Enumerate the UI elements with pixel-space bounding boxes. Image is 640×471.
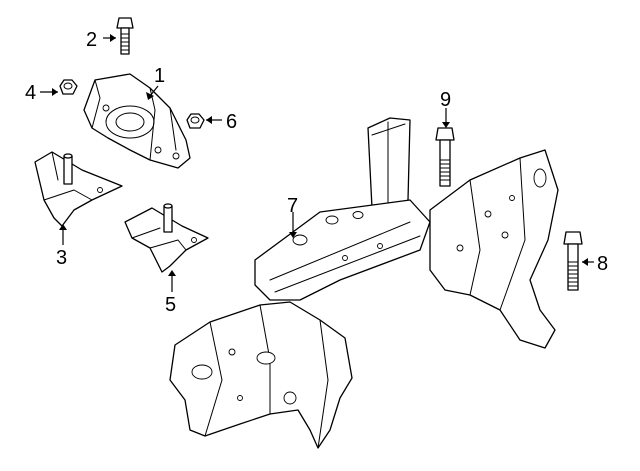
nut-part-6[interactable] — [186, 113, 205, 129]
nut-part-4[interactable] — [59, 79, 78, 95]
callout-8: 8 — [597, 253, 608, 275]
arrow-6 — [206, 116, 212, 124]
bolt-part-8[interactable] — [563, 231, 583, 291]
callout-7: 7 — [287, 195, 298, 217]
leader-1 — [149, 85, 159, 97]
arrow-3 — [59, 224, 67, 230]
arrow-4 — [52, 88, 58, 96]
subframe-part-7[interactable] — [169, 117, 559, 449]
arrow-1 — [146, 92, 154, 100]
arrow-5 — [168, 270, 176, 276]
callout-3: 3 — [56, 247, 67, 269]
bolt-part-9[interactable] — [435, 127, 455, 187]
callout-9: 9 — [440, 89, 451, 111]
callout-1: 1 — [154, 65, 165, 87]
leader-lines — [40, 34, 594, 292]
callout-6: 6 — [226, 111, 237, 133]
arrow-9 — [442, 122, 450, 128]
arrow-8 — [582, 258, 588, 266]
arrow-2 — [110, 34, 116, 42]
callout-2: 2 — [86, 29, 97, 51]
shield-bracket-part-3[interactable] — [34, 151, 123, 227]
callout-4: 4 — [25, 82, 36, 104]
callout-5: 5 — [165, 294, 176, 316]
arrow-7 — [289, 232, 297, 238]
mount-bracket-part-1[interactable] — [83, 73, 191, 169]
shield-bracket-part-5[interactable] — [124, 203, 209, 273]
bolt-part-2[interactable] — [116, 17, 134, 55]
